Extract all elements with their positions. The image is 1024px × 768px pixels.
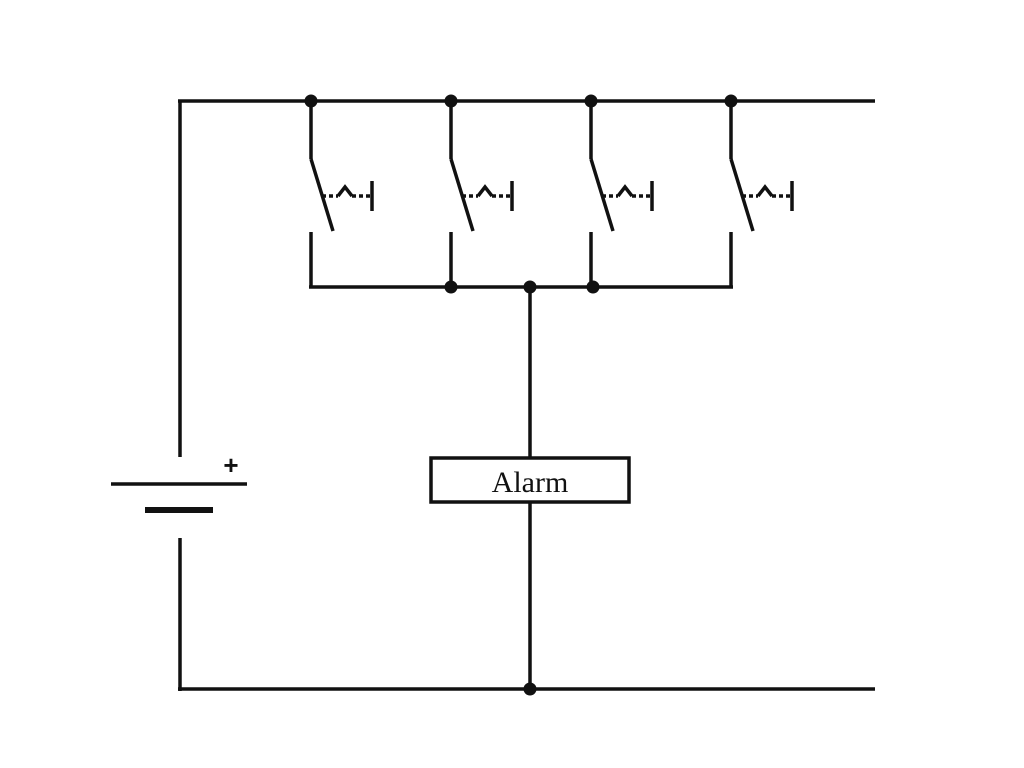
alarm-label: Alarm	[492, 466, 569, 499]
switch-4[interactable]	[729, 101, 794, 287]
junction-node	[304, 94, 318, 108]
junction-node	[584, 94, 598, 108]
junction-node	[523, 280, 537, 294]
battery-plus-label: +	[223, 450, 238, 480]
junction-node	[586, 280, 600, 294]
junction-node	[724, 94, 738, 108]
switch-2[interactable]	[449, 101, 514, 287]
junction-node	[444, 94, 458, 108]
junction-node	[523, 682, 537, 696]
switch-1[interactable]	[309, 101, 374, 287]
battery-symbol: +	[111, 450, 247, 513]
switch-3[interactable]	[589, 101, 654, 287]
junction-node	[444, 280, 458, 294]
